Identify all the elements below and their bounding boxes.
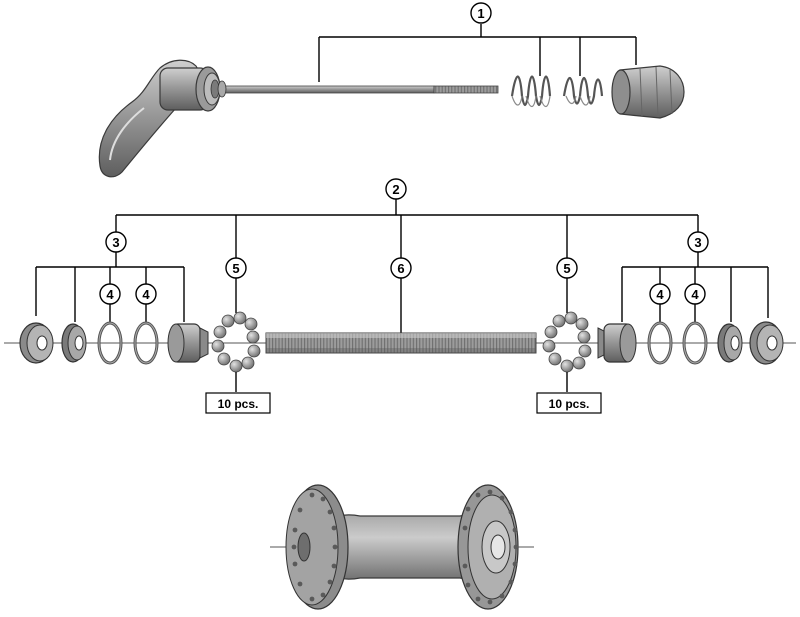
callout-5-right: 5 xyxy=(556,257,578,279)
locknut-icon xyxy=(19,322,54,364)
ball-bearing-icon xyxy=(211,311,261,373)
callout-3-left: 3 xyxy=(105,231,127,253)
svg-text:4: 4 xyxy=(106,287,114,302)
callout-4-a: 4 xyxy=(99,283,121,305)
svg-text:4: 4 xyxy=(691,287,699,302)
callout-2: 2 xyxy=(385,178,407,200)
callout-3-left-leaders xyxy=(35,252,185,322)
ball-bearing-icon xyxy=(542,311,592,373)
lever-icon xyxy=(98,59,227,178)
washer-icon xyxy=(682,321,708,365)
callout-3-right-leaders xyxy=(621,252,769,322)
callout-5-left: 5 xyxy=(225,257,247,279)
svg-text:4: 4 xyxy=(142,287,150,302)
cone-icon xyxy=(167,323,209,363)
washer-icon xyxy=(717,323,743,363)
callout-4-d: 4 xyxy=(684,283,706,305)
callout-4-c: 4 xyxy=(649,283,671,305)
svg-text:10 pcs.: 10 pcs. xyxy=(218,397,259,411)
locknut-icon xyxy=(749,321,784,365)
svg-text:10 pcs.: 10 pcs. xyxy=(549,397,590,411)
qty-label-left: 10 pcs. xyxy=(205,392,271,414)
washer-icon xyxy=(61,323,87,363)
callout-1-leaders xyxy=(318,24,637,82)
svg-text:2: 2 xyxy=(392,182,399,197)
svg-text:5: 5 xyxy=(232,261,239,276)
washer-icon xyxy=(647,321,673,365)
axle-icon xyxy=(265,332,537,354)
axle-assembly: 2 3 4 4 xyxy=(4,178,796,414)
washer-icon xyxy=(133,321,159,365)
svg-text:3: 3 xyxy=(694,235,701,250)
quick-release-assembly: 1 xyxy=(98,2,685,178)
callout-3-right: 3 xyxy=(687,231,709,253)
svg-text:6: 6 xyxy=(397,261,404,276)
spring-icon xyxy=(510,75,552,108)
skewer-rod xyxy=(221,85,499,94)
svg-text:3: 3 xyxy=(112,235,119,250)
svg-text:5: 5 xyxy=(563,261,570,276)
washer-icon xyxy=(97,321,123,365)
nut-icon xyxy=(611,65,685,119)
hub-shell-icon xyxy=(270,484,534,610)
svg-text:1: 1 xyxy=(477,6,484,21)
spring-icon xyxy=(562,76,604,106)
callout-4-b: 4 xyxy=(135,283,157,305)
cone-icon xyxy=(597,323,637,363)
callout-6: 6 xyxy=(390,257,412,279)
callout-2-leaders xyxy=(115,199,699,258)
callout-1: 1 xyxy=(470,2,492,24)
svg-text:4: 4 xyxy=(656,287,664,302)
qty-label-right: 10 pcs. xyxy=(536,392,602,414)
